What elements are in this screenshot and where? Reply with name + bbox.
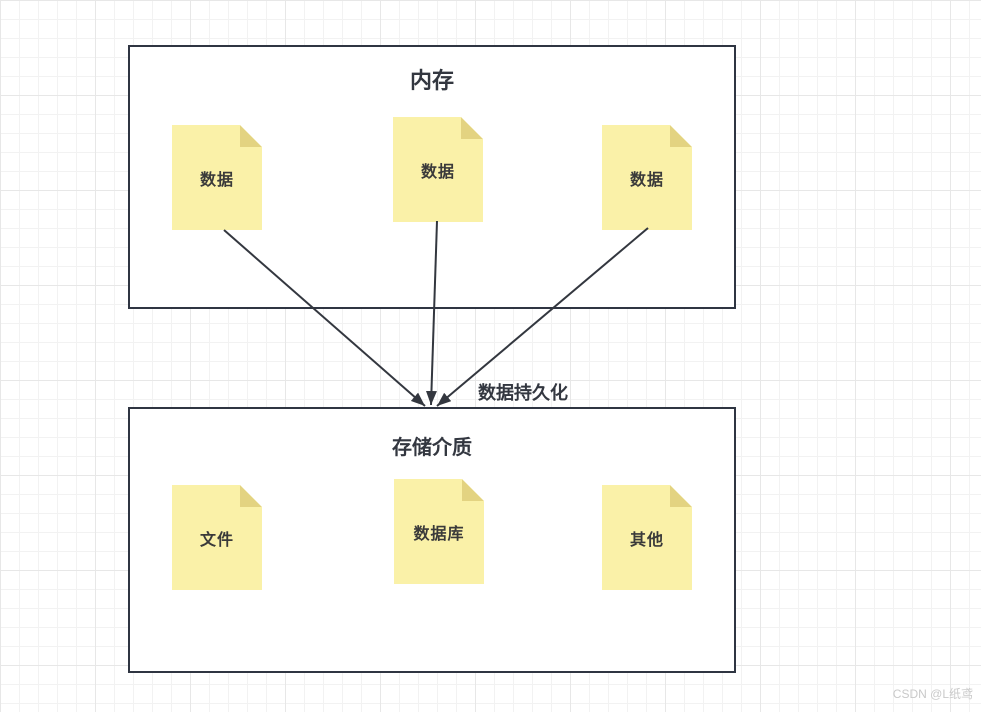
- persistence-arrow-label: 数据持久化: [478, 383, 568, 403]
- doc-label: 其他: [629, 531, 664, 549]
- memory-doc-data-2: 数据: [393, 117, 483, 222]
- storage-doc-other: 其他: [602, 485, 692, 590]
- storage-doc-file: 文件: [172, 485, 262, 590]
- doc-label: 数据: [199, 171, 234, 189]
- storage-box-title: 存储介质: [392, 437, 472, 459]
- storage-doc-database: 数据库: [394, 479, 484, 584]
- memory-box-title: 内存: [409, 68, 454, 93]
- doc-label: 数据: [420, 163, 455, 181]
- memory-doc-data-3: 数据: [602, 125, 692, 230]
- watermark-text: CSDN @L纸鸢: [892, 687, 973, 701]
- doc-label: 文件: [199, 531, 234, 549]
- doc-label: 数据库: [413, 525, 465, 543]
- memory-doc-data-1: 数据: [172, 125, 262, 230]
- doc-label: 数据: [629, 171, 664, 189]
